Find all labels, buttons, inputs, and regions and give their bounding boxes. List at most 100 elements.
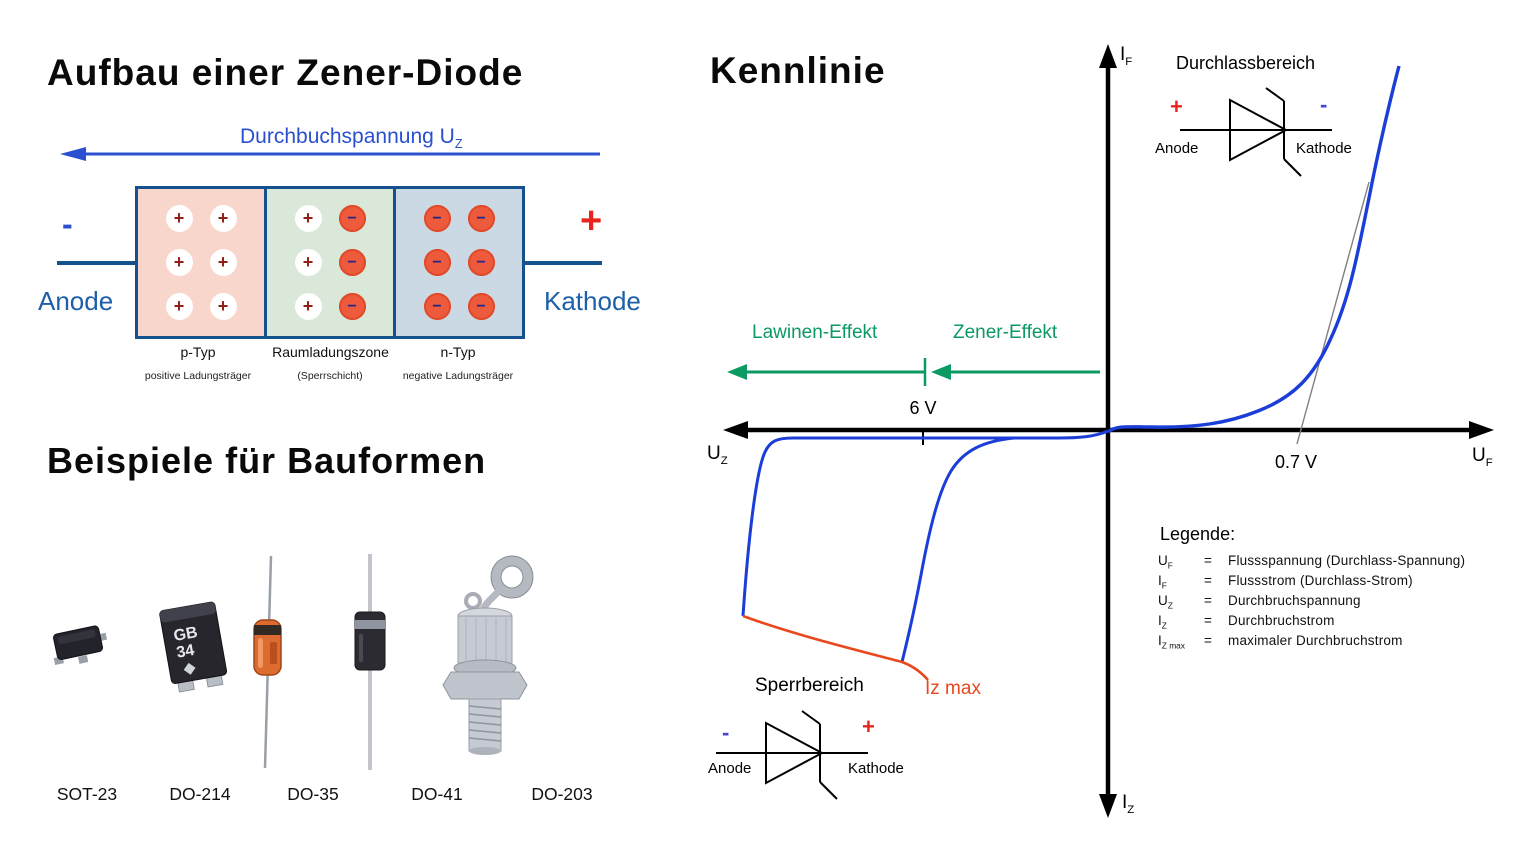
positive-carrier-icon: +: [165, 293, 193, 320]
negative-carrier-icon: −: [338, 249, 366, 276]
negative-carrier-icon: −: [423, 249, 451, 276]
axis-uz-base: U: [707, 443, 721, 464]
diode-top-kathode-label: Kathode: [1296, 140, 1352, 157]
legend-sym-base: U: [1158, 553, 1168, 568]
negative-carrier-icon: −: [338, 205, 366, 232]
positive-carrier-icon: +: [294, 249, 322, 276]
positive-carrier-icon: +: [209, 293, 237, 320]
zener-effect-label: Zener-Effekt: [953, 322, 1058, 343]
legend-symbol: IZ: [1158, 613, 1204, 631]
forward-voltage-tangent: [1296, 181, 1370, 445]
title-aufbau: Aufbau einer Zener-Diode: [47, 52, 524, 93]
package-label-sot23: SOT-23: [56, 784, 118, 804]
axis-arrow-up-icon: [1099, 44, 1117, 68]
axis-arrow-left-icon: [723, 421, 748, 439]
legend-row-izmax: IZ max = maximaler Durchbruchstrom: [1158, 633, 1488, 653]
legend-row-if: IF = Flussstrom (Durchlass-Strom): [1158, 573, 1488, 593]
avalanche-arrowhead-icon: [727, 364, 747, 380]
do214-marking-line2: 34: [175, 642, 196, 662]
axis-uz-sub: Z: [720, 454, 728, 467]
legend-sym-base: I: [1158, 573, 1162, 588]
axis-if-base: I: [1120, 44, 1126, 65]
legend-desc: maximaler Durchbruchstrom: [1228, 633, 1403, 648]
do214-marking-line1: GB: [172, 624, 199, 645]
diode-top-plus-sign: +: [1170, 94, 1183, 119]
positive-carrier-icon: +: [294, 293, 322, 320]
zener-breakdown-curve: [900, 436, 1015, 663]
region-n-typ: − − − − − −: [393, 189, 522, 336]
region-label-p-typ: p-Typ: [180, 344, 216, 360]
title-bauformen: Beispiele für Bauformen: [47, 440, 487, 481]
package-label-do41: DO-41: [411, 784, 463, 804]
negative-carrier-icon: −: [467, 205, 495, 232]
package-photo-do203: [442, 555, 534, 755]
package-photo-do214: GB 34: [159, 601, 228, 693]
negative-carrier-icon: −: [467, 293, 495, 320]
iz-max-label: Iz max: [925, 678, 981, 699]
legend-desc: Durchbruchspannung: [1228, 593, 1361, 608]
region-p-typ: + + + + + +: [138, 189, 264, 336]
axis-label-uz: UZ: [707, 443, 728, 467]
legend-equals: =: [1204, 573, 1212, 588]
diode-bottom-plus-sign: +: [862, 714, 875, 739]
zener-voltage-value: 6 V: [909, 398, 937, 418]
legend-equals: =: [1204, 593, 1212, 608]
negative-carrier-icon: −: [423, 293, 451, 320]
legend-sym-base: I: [1158, 633, 1162, 648]
legend-sym-sub: Z max: [1161, 640, 1185, 651]
legend-row-iz: IZ = Durchbruchstrom: [1158, 613, 1488, 633]
region-raumladungszone: + − + − + −: [264, 189, 393, 336]
legend-sym-base: I: [1158, 613, 1162, 628]
negative-carrier-icon: −: [423, 205, 451, 232]
package-photo-do41: [354, 554, 386, 770]
region-label-n-typ: n-Typ: [440, 344, 476, 360]
region-desc-p-typ: positive Ladungsträger: [144, 370, 252, 382]
avalanche-breakdown-curve: [741, 429, 1109, 617]
legend-symbol: IZ max: [1158, 633, 1204, 651]
axis-label-if: IF: [1120, 44, 1132, 68]
legend: UF = Flussspannung (Durchlass-Spannung) …: [1158, 553, 1488, 653]
legend-equals: =: [1204, 613, 1212, 628]
package-label-do35: DO-35: [287, 784, 339, 804]
anode-label: Anode: [38, 286, 114, 316]
axis-iz-base: I: [1122, 792, 1128, 813]
axis-arrow-right-icon: [1469, 421, 1494, 439]
legend-sym-sub: Z: [1161, 620, 1167, 631]
negative-carrier-icon: −: [338, 293, 366, 320]
legend-desc: Flussspannung (Durchlass-Spannung): [1228, 553, 1466, 568]
axis-arrow-down-icon: [1099, 794, 1117, 818]
kathode-label: Kathode: [544, 286, 641, 316]
legend-sym-sub: Z: [1167, 600, 1173, 611]
region-desc-n-typ: negative Ladungsträger: [402, 370, 514, 382]
breakdown-voltage-label: Durchbuchspannung UZ: [240, 125, 463, 151]
package-label-do214: DO-214: [169, 784, 231, 804]
diode-top-anode-label: Anode: [1155, 140, 1199, 157]
iz-max-limit-curve: [742, 614, 929, 681]
anode-minus-sign: -: [62, 206, 73, 242]
legend-row-uz: UZ = Durchbruchspannung: [1158, 593, 1488, 613]
axis-uf-sub: F: [1485, 456, 1493, 469]
positive-carrier-icon: +: [165, 205, 193, 232]
legend-equals: =: [1204, 553, 1212, 568]
kathode-plus-sign: +: [580, 200, 603, 242]
reverse-region-label: Sperrbereich: [755, 675, 864, 696]
legend-row-uf: UF = Flussspannung (Durchlass-Spannung): [1158, 553, 1488, 573]
legend-desc: Flussstrom (Durchlass-Strom): [1228, 573, 1413, 588]
legend-symbol: UF: [1158, 553, 1204, 571]
forward-voltage-value: 0.7 V: [1275, 452, 1318, 472]
zener-diode-symbol-forward-icon: [1179, 87, 1333, 177]
axis-iz-sub: Z: [1127, 803, 1135, 816]
region-label-raumladungszone: Raumladungszone: [272, 344, 389, 360]
avalanche-effect-label: Lawinen-Effekt: [752, 322, 878, 343]
package-photo-do35: [253, 556, 282, 768]
axis-label-uf: UF: [1472, 445, 1493, 469]
negative-carrier-icon: −: [467, 249, 495, 276]
zener-arrowhead-icon: [931, 364, 951, 380]
positive-carrier-icon: +: [165, 249, 193, 276]
forward-curve: [1106, 65, 1401, 434]
diode-bottom-minus-sign: -: [722, 720, 730, 745]
diode-bottom-anode-label: Anode: [708, 760, 752, 777]
legend-sym-base: U: [1158, 593, 1168, 608]
legend-equals: =: [1204, 633, 1212, 648]
zener-diode-symbol-reverse-icon: [715, 710, 869, 800]
